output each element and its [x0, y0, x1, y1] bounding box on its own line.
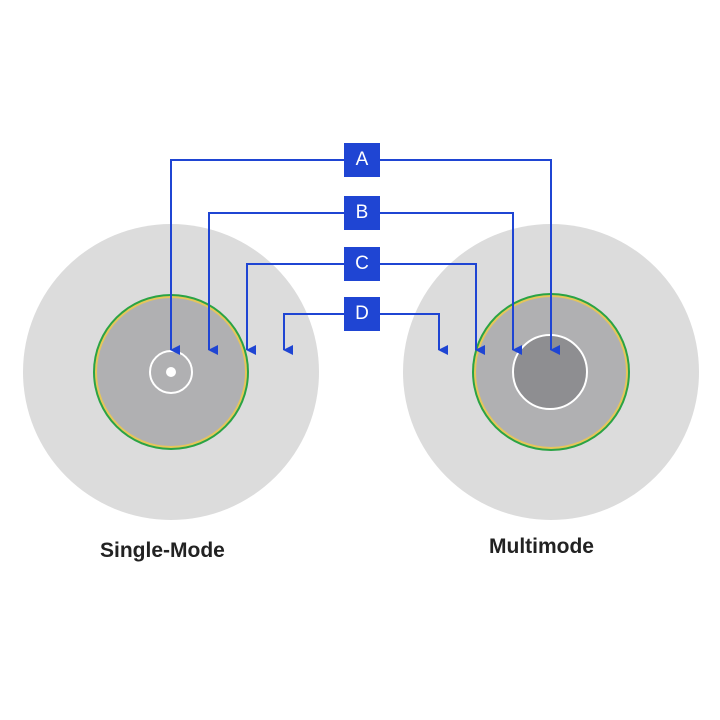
- label-c: C: [344, 247, 380, 281]
- leader-b-left: [208, 212, 344, 355]
- caption-single-mode: Single-Mode: [100, 539, 225, 562]
- leader-d-right: [380, 313, 448, 355]
- caption-multimode: Multimode: [489, 535, 594, 558]
- leader-d-left: [283, 313, 344, 355]
- label-b: B: [344, 196, 380, 230]
- leader-a-right: [380, 159, 560, 355]
- leader-c-right: [380, 263, 485, 355]
- leader-c-left: [246, 263, 344, 355]
- leader-lines: [170, 159, 560, 355]
- leader-b-right: [380, 212, 522, 355]
- core: [166, 367, 176, 377]
- leader-a-left: [170, 159, 344, 355]
- single-mode-fiber: [23, 224, 319, 520]
- label-d: D: [344, 297, 380, 331]
- label-a: A: [344, 143, 380, 177]
